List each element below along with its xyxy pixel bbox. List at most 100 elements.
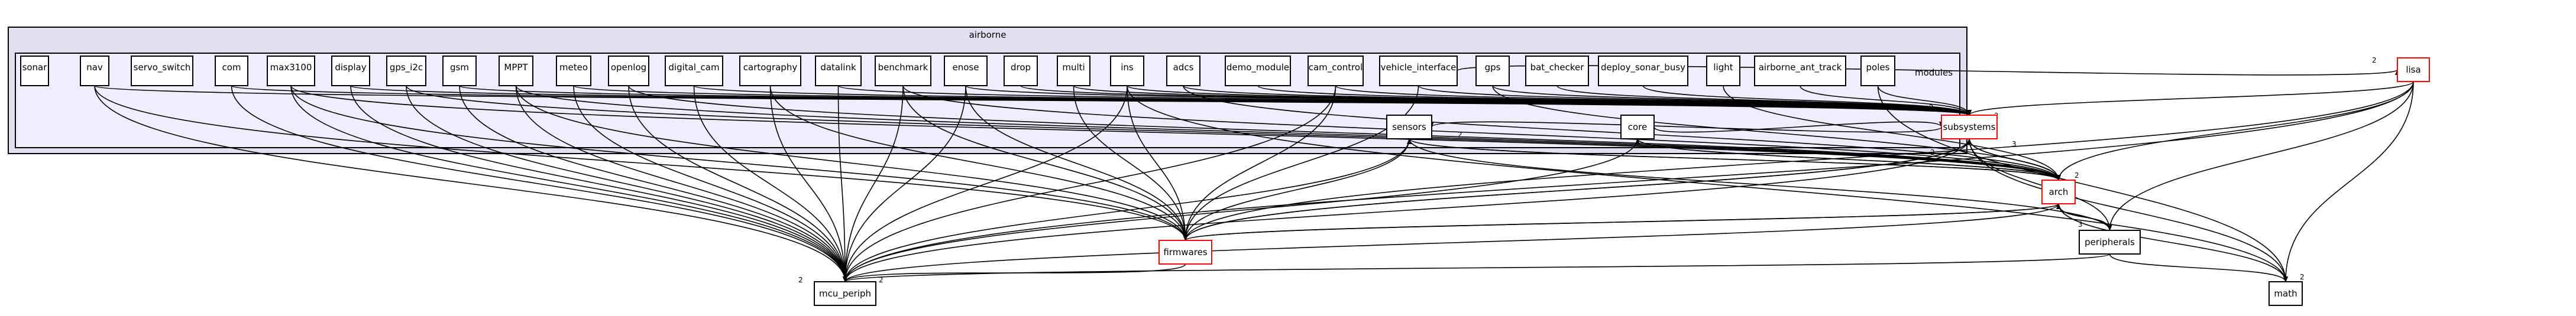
node-gps_i2c[interactable]: gps_i2c bbox=[386, 56, 426, 86]
node-gps_i2c-box[interactable] bbox=[386, 56, 426, 86]
node-nav-box[interactable] bbox=[80, 56, 109, 86]
node-datalink-box[interactable] bbox=[815, 56, 862, 86]
node-cartography-box[interactable] bbox=[739, 56, 801, 86]
node-cartography[interactable]: cartography bbox=[739, 56, 801, 86]
node-deploy_sonar_busy[interactable]: deploy_sonar_busy bbox=[1598, 56, 1688, 86]
node-sensors-box[interactable] bbox=[1386, 115, 1432, 139]
node-sonar-box[interactable] bbox=[20, 56, 49, 86]
node-airborne_ant_track-box[interactable] bbox=[1754, 56, 1846, 86]
node-datalink[interactable]: datalink bbox=[815, 56, 862, 86]
node-gps-box[interactable] bbox=[1475, 56, 1510, 86]
node-meteo[interactable]: meteo bbox=[556, 56, 591, 86]
node-display-box[interactable] bbox=[331, 56, 370, 86]
node-poles-box[interactable] bbox=[1860, 56, 1895, 86]
node-multi[interactable]: multi bbox=[1057, 56, 1090, 86]
edge-digital_cam-to-mcu_periph bbox=[693, 85, 847, 282]
node-subsystems-box[interactable] bbox=[1941, 115, 1998, 139]
edge-arch-to-subsystems bbox=[1967, 138, 2059, 181]
node-digital_cam[interactable]: digital_cam bbox=[665, 56, 723, 86]
node-demo_module-box[interactable] bbox=[1225, 56, 1291, 86]
node-subsystems[interactable]: subsystems bbox=[1941, 115, 1998, 139]
node-sensors[interactable]: sensors bbox=[1386, 115, 1432, 139]
edge-arch-to-math bbox=[2058, 203, 2288, 282]
node-peripherals[interactable]: peripherals bbox=[2079, 230, 2141, 255]
node-ins-box[interactable] bbox=[1110, 56, 1144, 86]
edge-count-label: 2 bbox=[1930, 148, 1935, 157]
node-drop-box[interactable] bbox=[1004, 56, 1038, 86]
node-max3100-box[interactable] bbox=[267, 56, 315, 86]
node-mcu_periph-box[interactable] bbox=[814, 281, 876, 306]
node-enose-box[interactable] bbox=[944, 56, 988, 86]
node-peripherals-label: peripherals bbox=[2085, 237, 2135, 247]
node-nav[interactable]: nav bbox=[80, 56, 109, 86]
node-poles-label: poles bbox=[1866, 62, 1890, 73]
node-adcs[interactable]: adcs bbox=[1166, 56, 1200, 86]
node-light[interactable]: light bbox=[1706, 56, 1740, 86]
node-lisa[interactable]: lisa bbox=[2397, 57, 2430, 82]
node-vehicle_interface[interactable]: vehicle_interface bbox=[1379, 56, 1458, 86]
node-arch-box[interactable] bbox=[2041, 180, 2076, 204]
edge-max3100-to-arch bbox=[290, 85, 2061, 181]
node-cam_control[interactable]: cam_control bbox=[1308, 56, 1364, 86]
node-arch[interactable]: arch bbox=[2041, 180, 2076, 204]
node-peripherals-box[interactable] bbox=[2079, 230, 2141, 255]
node-enose[interactable]: enose bbox=[944, 56, 988, 86]
node-openlog[interactable]: openlog bbox=[608, 56, 649, 86]
node-airborne_ant_track[interactable]: airborne_ant_track bbox=[1754, 56, 1846, 86]
node-gsm-box[interactable] bbox=[442, 56, 477, 86]
node-cam_control-label: cam_control bbox=[1309, 62, 1363, 73]
node-benchmark-box[interactable] bbox=[875, 56, 931, 86]
node-multi-box[interactable] bbox=[1057, 56, 1090, 86]
node-com[interactable]: com bbox=[215, 56, 248, 86]
node-servo_switch-box[interactable] bbox=[131, 56, 193, 86]
node-servo_switch[interactable]: servo_switch bbox=[131, 56, 193, 86]
node-MPPT[interactable]: MPPT bbox=[499, 56, 533, 86]
node-adcs-box[interactable] bbox=[1166, 56, 1200, 86]
node-lisa-label: lisa bbox=[2406, 64, 2420, 75]
node-openlog-box[interactable] bbox=[608, 56, 649, 86]
node-display-label: display bbox=[335, 62, 366, 73]
node-MPPT-box[interactable] bbox=[499, 56, 533, 86]
node-core[interactable]: core bbox=[1620, 115, 1655, 139]
node-meteo-box[interactable] bbox=[556, 56, 591, 86]
node-bat_checker-box[interactable] bbox=[1525, 56, 1589, 86]
node-benchmark[interactable]: benchmark bbox=[875, 56, 931, 86]
node-light-box[interactable] bbox=[1706, 56, 1740, 86]
node-mcu_periph[interactable]: mcu_periph bbox=[814, 281, 876, 306]
node-lisa-box[interactable] bbox=[2397, 57, 2430, 82]
edge-count-label: 2 bbox=[2075, 171, 2079, 180]
edge-lisa-to-firmwares bbox=[1183, 81, 2414, 241]
node-poles[interactable]: poles bbox=[1860, 56, 1895, 86]
node-light-label: light bbox=[1713, 62, 1733, 73]
node-digital_cam-box[interactable] bbox=[665, 56, 723, 86]
edge-openlog-to-mcu_periph bbox=[628, 85, 847, 282]
node-core-box[interactable] bbox=[1620, 115, 1655, 139]
edge-display-to-mcu_periph bbox=[350, 85, 847, 282]
node-bat_checker[interactable]: bat_checker bbox=[1525, 56, 1589, 86]
node-math[interactable]: math bbox=[2268, 281, 2303, 306]
node-core-label: core bbox=[1628, 122, 1648, 132]
node-datalink-label: datalink bbox=[820, 62, 856, 73]
node-firmwares-box[interactable] bbox=[1158, 240, 1212, 265]
edge-benchmark-to-firmwares bbox=[902, 85, 1188, 241]
node-display[interactable]: display bbox=[331, 56, 370, 86]
node-drop[interactable]: drop bbox=[1004, 56, 1038, 86]
node-vehicle_interface-box[interactable] bbox=[1379, 56, 1458, 86]
node-demo_module[interactable]: demo_module bbox=[1225, 56, 1291, 86]
node-gsm[interactable]: gsm bbox=[442, 56, 477, 86]
node-ins[interactable]: ins bbox=[1110, 56, 1144, 86]
node-deploy_sonar_busy-box[interactable] bbox=[1598, 56, 1688, 86]
edge-benchmark-to-mcu_periph bbox=[843, 85, 904, 282]
cluster-airborne-label: airborne bbox=[969, 30, 1007, 40]
node-gps[interactable]: gps bbox=[1475, 56, 1510, 86]
node-arch-label: arch bbox=[2049, 187, 2069, 197]
node-sonar[interactable]: sonar bbox=[20, 56, 49, 86]
node-max3100[interactable]: max3100 bbox=[267, 56, 315, 86]
node-cam_control-box[interactable] bbox=[1308, 56, 1364, 86]
node-bat_checker-label: bat_checker bbox=[1530, 62, 1585, 73]
node-sensors-label: sensors bbox=[1392, 122, 1426, 132]
node-math-box[interactable] bbox=[2268, 281, 2303, 306]
node-firmwares[interactable]: firmwares bbox=[1158, 240, 1212, 265]
node-com-box[interactable] bbox=[215, 56, 248, 86]
edge-MPPT-to-firmwares bbox=[515, 85, 1188, 241]
